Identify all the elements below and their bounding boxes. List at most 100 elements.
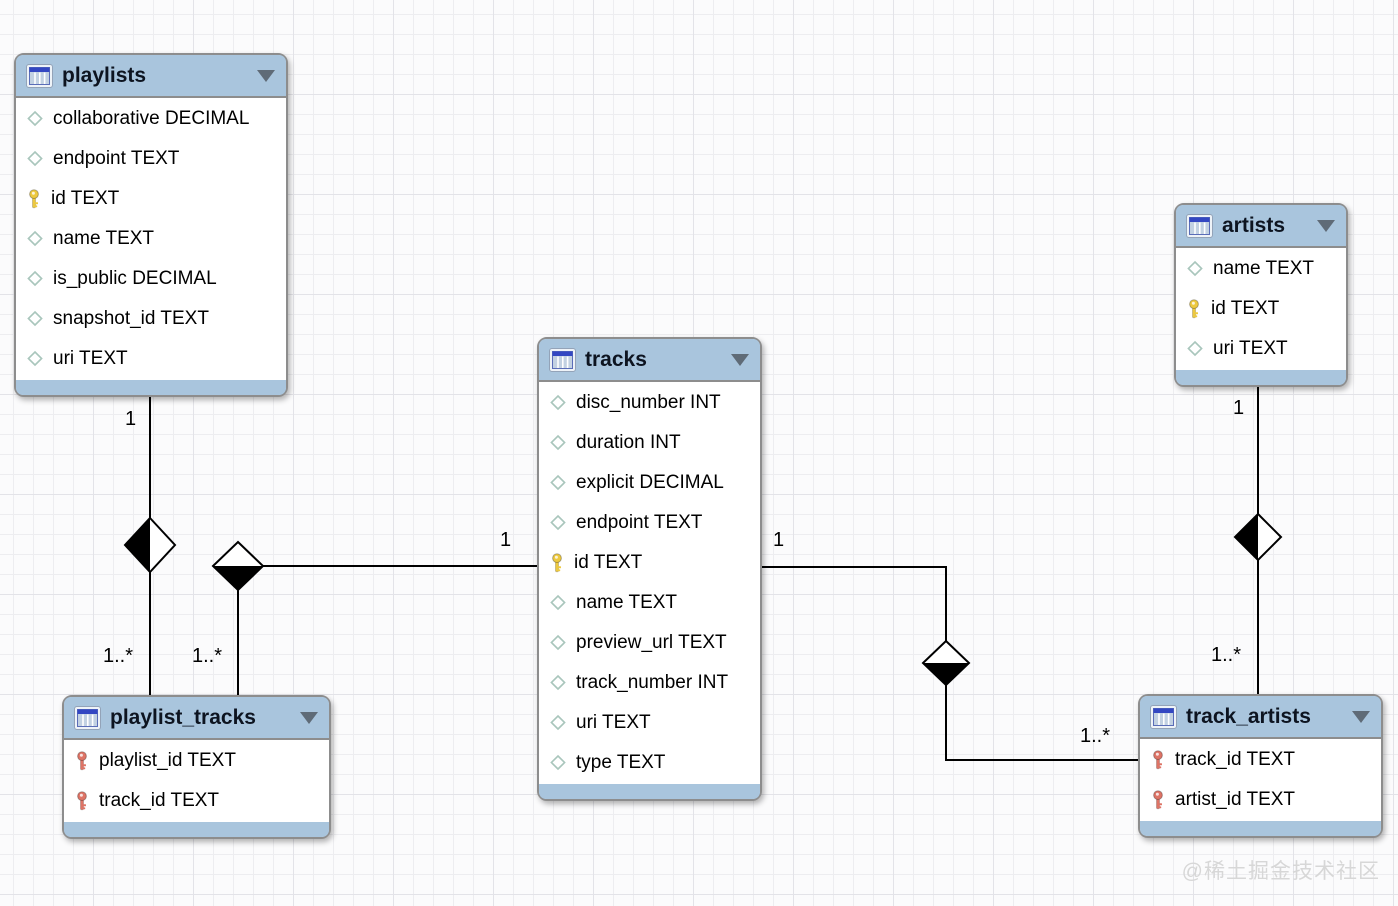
table-columns: collaborative DECIMAL endpoint TEXT id T… xyxy=(16,98,286,380)
column-row: track_number INT xyxy=(539,663,760,703)
entity-table-artists[interactable]: artists name TEXT id TEXT uri TEXT xyxy=(1174,203,1348,387)
table-title: playlist_tracks xyxy=(110,705,256,729)
column-label: snapshot_id TEXT xyxy=(53,308,209,329)
column-row: track_id TEXT xyxy=(64,781,329,821)
table-header: playlists xyxy=(16,55,286,98)
table-footer xyxy=(1176,370,1346,385)
column-label: id TEXT xyxy=(574,552,643,573)
column-label: duration INT xyxy=(576,432,681,453)
column-diamond-icon xyxy=(549,634,567,652)
table-header: track_artists xyxy=(1140,696,1381,739)
table-title: track_artists xyxy=(1186,704,1311,728)
column-row: name TEXT xyxy=(539,583,760,623)
column-label: uri TEXT xyxy=(53,348,128,369)
column-label: artist_id TEXT xyxy=(1175,789,1296,810)
column-row: track_id TEXT xyxy=(1140,740,1381,780)
cardinality-label: 1..* xyxy=(1080,725,1111,747)
column-label: track_id TEXT xyxy=(1175,749,1296,770)
relationship-tracks-to-track_artists xyxy=(758,566,1139,761)
column-row: playlist_id TEXT xyxy=(64,741,329,781)
table-footer xyxy=(64,822,329,837)
column-diamond-icon xyxy=(549,394,567,412)
column-row: disc_number INT xyxy=(539,383,760,423)
relationship-artists-to-track_artists xyxy=(1233,383,1283,696)
column-label: is_public DECIMAL xyxy=(53,268,217,289)
column-row: artist_id TEXT xyxy=(1140,780,1381,820)
column-diamond-icon xyxy=(1186,340,1204,358)
column-label: name TEXT xyxy=(53,228,155,249)
foreign-key-icon xyxy=(74,791,90,811)
table-title: playlists xyxy=(62,63,147,87)
table-icon xyxy=(26,64,53,88)
column-row: collaborative DECIMAL xyxy=(16,99,286,139)
table-footer xyxy=(16,380,286,395)
collapse-triangle-icon[interactable] xyxy=(730,353,750,367)
column-row: type TEXT xyxy=(539,743,760,783)
column-label: name TEXT xyxy=(576,592,678,613)
column-label: disc_number INT xyxy=(576,392,721,413)
column-diamond-icon xyxy=(549,674,567,692)
table-columns: disc_number INT duration INT explicit DE… xyxy=(539,382,760,784)
relationship-playlists-to-playlist_tracks xyxy=(123,395,177,697)
column-label: explicit DECIMAL xyxy=(576,472,724,493)
column-row: uri TEXT xyxy=(1176,329,1346,369)
cardinality-label: 1..* xyxy=(192,645,223,667)
cardinality-label: 1 xyxy=(1233,397,1245,419)
column-label: playlist_id TEXT xyxy=(99,750,236,771)
cardinality-label: 1..* xyxy=(103,645,134,667)
column-label: id TEXT xyxy=(51,188,120,209)
column-row: endpoint TEXT xyxy=(539,503,760,543)
table-footer xyxy=(539,784,760,799)
watermark-text: @稀土掘金技术社区 xyxy=(1181,860,1380,883)
column-row: uri TEXT xyxy=(16,339,286,379)
column-label: name TEXT xyxy=(1213,258,1315,279)
collapse-triangle-icon[interactable] xyxy=(1351,710,1371,724)
table-icon xyxy=(1186,214,1213,238)
column-label: track_id TEXT xyxy=(99,790,220,811)
primary-key-icon xyxy=(26,189,42,209)
collapse-triangle-icon[interactable] xyxy=(256,69,276,83)
column-row: name TEXT xyxy=(16,219,286,259)
column-row: duration INT xyxy=(539,423,760,463)
column-row: is_public DECIMAL xyxy=(16,259,286,299)
foreign-key-icon xyxy=(74,751,90,771)
table-icon xyxy=(74,706,101,730)
column-diamond-icon xyxy=(549,714,567,732)
primary-key-icon xyxy=(549,553,565,573)
table-footer xyxy=(1140,821,1381,836)
column-diamond-icon xyxy=(26,350,44,368)
column-diamond-icon xyxy=(549,514,567,532)
entity-table-track_artists[interactable]: track_artists track_id TEXT artist_id TE… xyxy=(1138,694,1383,838)
entity-table-tracks[interactable]: tracks disc_number INT duration INT expl… xyxy=(537,337,762,801)
table-icon xyxy=(1150,705,1177,729)
column-label: endpoint TEXT xyxy=(53,148,180,169)
entity-table-playlist_tracks[interactable]: playlist_tracks playlist_id TEXT track_i… xyxy=(62,695,331,839)
column-label: id TEXT xyxy=(1211,298,1280,319)
entity-table-playlists[interactable]: playlists collaborative DECIMAL endpoint… xyxy=(14,53,288,397)
foreign-key-icon xyxy=(1150,790,1166,810)
column-row: name TEXT xyxy=(1176,249,1346,289)
column-diamond-icon xyxy=(1186,260,1204,278)
column-diamond-icon xyxy=(549,594,567,612)
cardinality-label: 1..* xyxy=(1211,644,1242,666)
collapse-triangle-icon[interactable] xyxy=(299,711,319,725)
column-diamond-icon xyxy=(549,474,567,492)
column-row: explicit DECIMAL xyxy=(539,463,760,503)
column-label: type TEXT xyxy=(576,752,666,773)
column-row: id TEXT xyxy=(1176,289,1346,329)
column-row: id TEXT xyxy=(539,543,760,583)
column-label: collaborative DECIMAL xyxy=(53,108,250,129)
relationship-tracks-to-playlist_tracks xyxy=(211,540,537,697)
table-title: artists xyxy=(1222,213,1286,237)
column-label: uri TEXT xyxy=(1213,338,1288,359)
cardinality-label: 1 xyxy=(773,529,785,551)
foreign-key-icon xyxy=(1150,750,1166,770)
column-diamond-icon xyxy=(549,754,567,772)
collapse-triangle-icon[interactable] xyxy=(1316,219,1336,233)
table-title: tracks xyxy=(585,347,647,371)
table-icon xyxy=(549,348,576,372)
column-diamond-icon xyxy=(26,310,44,328)
column-label: endpoint TEXT xyxy=(576,512,703,533)
table-header: playlist_tracks xyxy=(64,697,329,740)
column-diamond-icon xyxy=(26,110,44,128)
